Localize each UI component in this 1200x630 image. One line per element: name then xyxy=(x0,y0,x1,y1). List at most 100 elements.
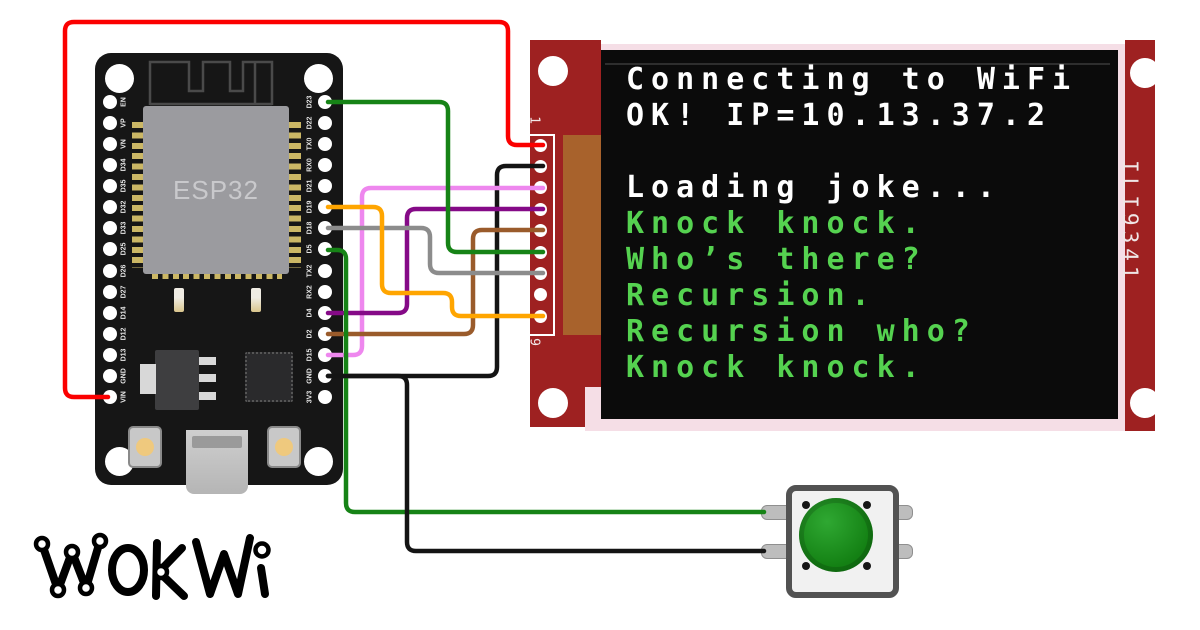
esp32-pin-label-3V3: 3V3 xyxy=(306,390,314,404)
esp32-pin-label-D12: D12 xyxy=(120,327,128,341)
esp32-pin-label-RX2: RX2 xyxy=(306,284,314,299)
esp32-pin-GND[interactable] xyxy=(103,368,117,383)
esp32-pin-VP[interactable] xyxy=(103,116,117,131)
mount-hole xyxy=(1130,58,1160,88)
esp32-pin-D34[interactable] xyxy=(103,158,117,173)
esp32-pin-D33[interactable] xyxy=(103,221,117,236)
esp32-pin-label-D32: D32 xyxy=(120,200,128,214)
esp32-pin-label-GND: GND xyxy=(306,368,314,384)
esp32-pin-label-D27: D27 xyxy=(120,285,128,299)
esp32-pin-label-D13: D13 xyxy=(120,348,128,362)
en-button[interactable] xyxy=(128,426,162,468)
wire-miso[interactable] xyxy=(325,204,546,319)
esp32-pin-label-VP: VP xyxy=(120,118,128,128)
tft-pin-7[interactable] xyxy=(533,266,547,280)
boot-button-cap[interactable] xyxy=(275,438,293,456)
esp32-pin-EN[interactable] xyxy=(103,95,117,109)
micro-usb-connector xyxy=(186,430,248,494)
esp32-pin-D32[interactable] xyxy=(103,200,117,215)
wokwi-logo xyxy=(33,532,271,600)
tft-pin-1[interactable] xyxy=(533,138,547,152)
esp32-pin-TX0[interactable] xyxy=(318,137,332,152)
screen-line: OK! IP=10.13.37.2 xyxy=(626,98,1053,133)
esp32-pin-D25[interactable] xyxy=(103,242,117,257)
esp32-pin-D14[interactable] xyxy=(103,305,117,320)
esp32-pin-D19[interactable] xyxy=(318,200,332,215)
esp32-pin-label-D4: D4 xyxy=(306,308,314,318)
esp32-pin-label-VN: VN xyxy=(120,139,128,149)
esp32-pin-RX2[interactable] xyxy=(318,284,332,299)
esp32-pin-label-D26: D26 xyxy=(120,264,128,277)
wire-mosi[interactable] xyxy=(325,99,546,255)
esp32-pin-label-D35: D35 xyxy=(120,179,128,193)
esp32-pin-D12[interactable] xyxy=(103,326,117,341)
esp32-pin-D18[interactable] xyxy=(318,221,332,236)
wire-dc[interactable] xyxy=(325,227,546,337)
esp32-pin-label-D18: D18 xyxy=(306,221,314,235)
button-cap[interactable] xyxy=(799,498,873,572)
esp32-pin-VN[interactable] xyxy=(103,137,117,152)
tft-pin-layer xyxy=(530,40,1155,432)
wire-gnd-tft[interactable] xyxy=(325,163,546,379)
esp32-pin-3V3[interactable] xyxy=(318,389,332,404)
screen-line: Connecting to WiFi xyxy=(626,62,1078,97)
tft-pin-9[interactable] xyxy=(533,309,547,323)
esp32-pin-D15[interactable] xyxy=(318,347,332,362)
button-pin-dot xyxy=(802,501,810,509)
esp32-pin-D21[interactable] xyxy=(318,179,332,194)
tft-controller-label: ILI9341 xyxy=(1118,160,1142,284)
esp32-pin-label-D2: D2 xyxy=(306,329,314,339)
esp32-pin-label-TX0: TX0 xyxy=(306,137,314,151)
esp32-pin-label-D14: D14 xyxy=(120,306,128,320)
esp32-pin-GND[interactable] xyxy=(318,368,332,383)
screen-line: Loading joke... xyxy=(626,170,1002,205)
esp32-pin-label-RX0: RX0 xyxy=(306,158,314,173)
esp32-pin-D2[interactable] xyxy=(318,326,332,341)
button-pin-dot xyxy=(802,562,810,570)
tft-pin-5[interactable] xyxy=(533,224,547,238)
esp32-pin-label-D22: D22 xyxy=(306,116,314,130)
tft-pin-8[interactable] xyxy=(533,288,547,302)
esp32-pin-label-D25: D25 xyxy=(120,243,128,256)
esp32-pin-label-VIN: VIN xyxy=(120,391,128,403)
wire-sck[interactable] xyxy=(325,225,546,276)
esp32-pin-D22[interactable] xyxy=(318,116,332,131)
esp32-pin-RX0[interactable] xyxy=(318,158,332,173)
esp32-pin-D13[interactable] xyxy=(103,347,117,362)
esp32-pin-label-D33: D33 xyxy=(120,221,128,235)
esp32-pin-D23[interactable] xyxy=(318,95,332,109)
esp32-pin-label-D23: D23 xyxy=(306,95,314,109)
tft-pin-2[interactable] xyxy=(533,159,547,173)
wire-cs[interactable] xyxy=(325,185,546,358)
boot-button[interactable] xyxy=(267,426,301,468)
esp32-pin-D26[interactable] xyxy=(103,263,117,278)
en-button-cap[interactable] xyxy=(136,438,154,456)
esp32-pin-D27[interactable] xyxy=(103,284,117,299)
screen-line: Knock knock. xyxy=(626,206,927,241)
esp32-pin-label-D19: D19 xyxy=(306,200,314,214)
esp32-pin-label-GND: GND xyxy=(120,368,128,384)
wire-rst[interactable] xyxy=(325,206,546,316)
esp32-pin-label-EN: EN xyxy=(120,97,128,107)
esp32-pin-label-D15: D15 xyxy=(306,348,314,362)
esp32-pin-D4[interactable] xyxy=(318,305,332,320)
button-pin-dot xyxy=(863,501,871,509)
esp32-pin-VIN[interactable] xyxy=(103,389,117,404)
tft-pin-3[interactable] xyxy=(533,181,547,195)
esp32-pin-label-TX2: TX2 xyxy=(306,264,314,277)
esp32-pin-D35[interactable] xyxy=(103,179,117,194)
tft-pin-4[interactable] xyxy=(533,202,547,216)
tft-pin-6[interactable] xyxy=(533,245,547,259)
pushbutton[interactable] xyxy=(755,480,915,598)
esp32-pin-label-D21: D21 xyxy=(306,179,314,193)
esp32-pin-TX2[interactable] xyxy=(318,263,332,278)
esp32-pin-label-D34: D34 xyxy=(120,158,128,172)
esp32-pin-D5[interactable] xyxy=(318,242,332,257)
usb-contacts xyxy=(192,436,242,448)
tft-pcb-right-strip xyxy=(1125,40,1155,431)
